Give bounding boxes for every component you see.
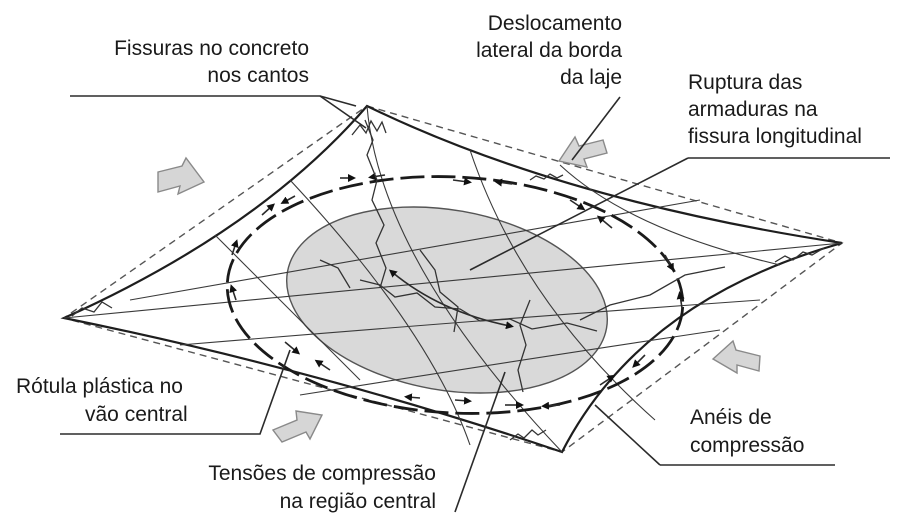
cracks — [71, 119, 825, 441]
label-plastic-hinge-line2: vão central — [85, 403, 188, 426]
push-arrow-icon — [271, 410, 324, 443]
label-compression-rings-line1: Anéis de — [690, 406, 772, 429]
label-reinforcement-rupture: Ruptura das armaduras na fissura longitu… — [688, 71, 862, 148]
label-compression-rings-line2: compressão — [690, 434, 804, 457]
push-arrow-icon — [711, 339, 761, 375]
label-corner-cracks-line2: nos cantos — [207, 64, 309, 87]
central-double-arrow — [388, 269, 514, 330]
ring-arrows — [229, 172, 685, 410]
label-lateral-displacement-line3: da laje — [560, 66, 622, 89]
push-arrows — [157, 135, 761, 443]
label-plastic-hinge: Rótula plástica no vão central — [16, 375, 188, 426]
push-arrow-icon — [157, 156, 206, 196]
push-arrow-icon — [557, 135, 608, 168]
label-central-compression: Tensões de compressão na região central — [208, 462, 436, 513]
label-central-compression-line1: Tensões de compressão — [208, 462, 436, 485]
label-plastic-hinge-line1: Rótula plástica no — [16, 375, 183, 398]
label-lateral-displacement: Deslocamento lateral da borda da laje — [476, 12, 622, 89]
label-reinforcement-rupture-line2: armaduras na — [688, 98, 818, 121]
label-reinforcement-rupture-line3: fissura longitudinal — [688, 125, 862, 148]
label-corner-cracks-line1: Fissuras no concreto — [114, 37, 309, 60]
label-corner-cracks: Fissuras no concreto nos cantos — [114, 37, 309, 87]
label-compression-rings: Anéis de compressão — [690, 406, 804, 457]
label-reinforcement-rupture-line1: Ruptura das — [688, 71, 802, 94]
label-lateral-displacement-line2: lateral da borda — [476, 39, 622, 62]
compression-ring — [225, 175, 685, 415]
leader-lines — [60, 95, 890, 513]
label-central-compression-line2: na região central — [280, 490, 436, 513]
label-lateral-displacement-line1: Deslocamento — [488, 12, 622, 35]
